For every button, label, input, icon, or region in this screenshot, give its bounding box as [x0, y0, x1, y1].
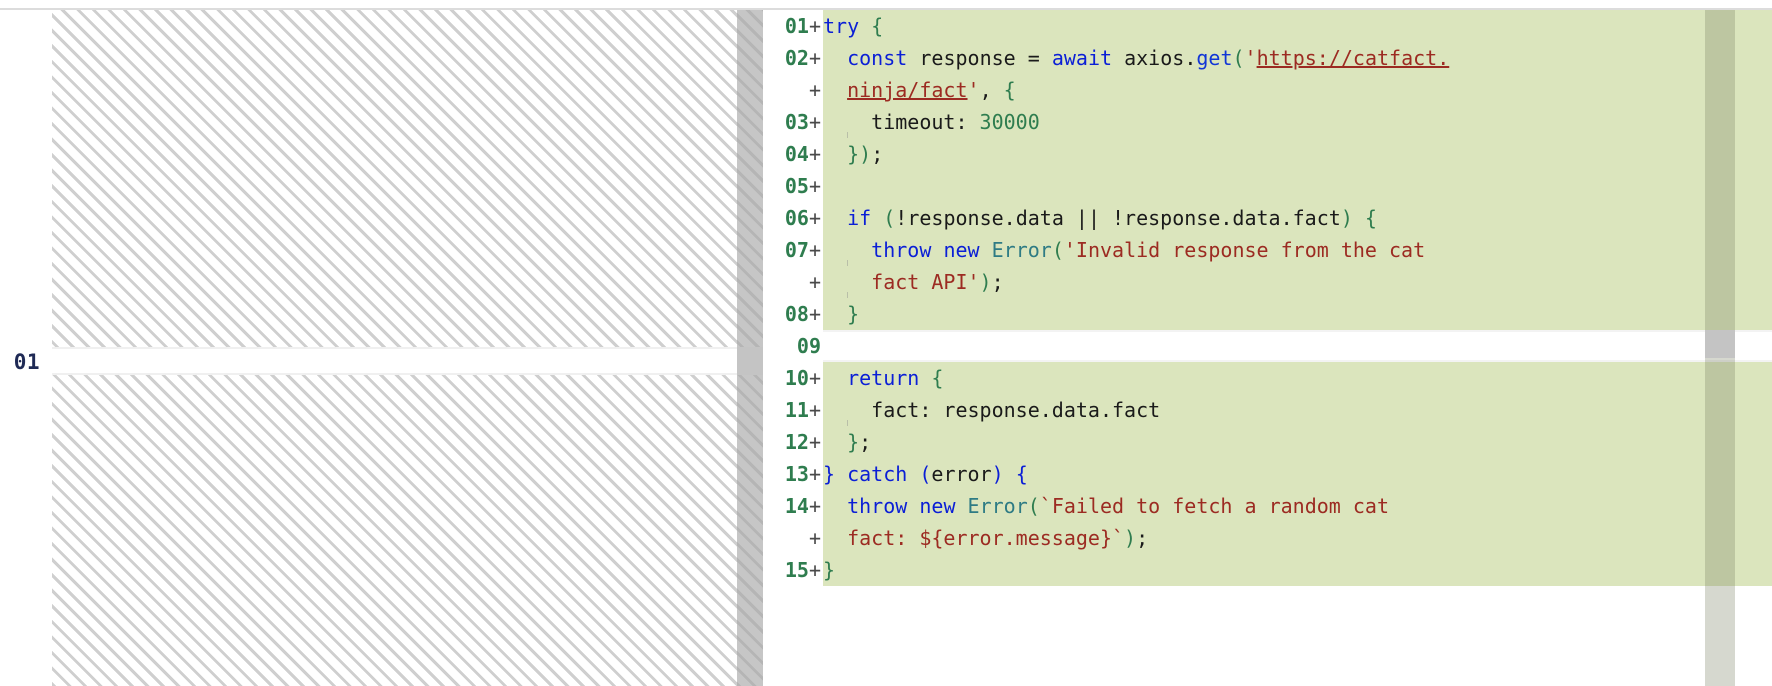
line-gutter: 04+	[763, 138, 822, 170]
line-number	[785, 526, 809, 550]
line-gutter: 09	[763, 330, 822, 362]
diff-row[interactable]: + fact: ${error.message}`);	[763, 522, 1772, 554]
line-number: 04	[784, 142, 809, 166]
code-line: return {	[823, 362, 1772, 394]
line-number: 05	[784, 174, 809, 198]
line-gutter: 07+	[763, 234, 822, 266]
add-marker: +	[808, 302, 821, 326]
line-number: 12	[784, 430, 809, 454]
code-line: if (!response.data || !response.data.fac…	[823, 202, 1772, 234]
add-marker: +	[808, 174, 821, 198]
code-line: } catch (error) {	[823, 458, 1772, 490]
line-gutter: 14+	[763, 490, 822, 522]
line-gutter: +	[763, 266, 822, 298]
line-gutter: +	[763, 522, 822, 554]
diff-right-pane: 01+ try { 02+ const response = await axi…	[763, 10, 1772, 686]
diff-left-pane: 01	[0, 10, 763, 686]
code-line: throw new Error('Invalid response from t…	[823, 234, 1772, 290]
line-number: 07	[784, 238, 809, 262]
code-line: };	[823, 426, 1772, 458]
top-divider-rule	[0, 8, 1772, 10]
add-marker: +	[808, 110, 821, 134]
code-line: }	[823, 554, 1772, 586]
code-line: });	[823, 138, 1772, 170]
add-marker: +	[808, 558, 821, 582]
diff-row[interactable]: 03+ timeout: 30000	[763, 106, 1772, 162]
left-scroll-strip-context-gap	[737, 347, 763, 375]
diff-row[interactable]: 13+ } catch (error) {	[763, 458, 1772, 490]
code-line-wrapped: fact API');	[823, 266, 1772, 322]
side-by-side-diff: 01 01+ try { 02+ const response = await …	[0, 10, 1772, 686]
diff-row[interactable]: 08+ }	[763, 298, 1772, 330]
code-line-empty	[823, 330, 1772, 362]
left-context-blank-row	[52, 347, 763, 375]
line-number: 09	[796, 334, 821, 358]
diff-row[interactable]: 06+ if (!response.data || !response.data…	[763, 202, 1772, 234]
left-line-number: 01	[13, 350, 40, 374]
add-marker: +	[808, 78, 821, 102]
code-line-empty	[823, 170, 1772, 202]
add-marker: +	[808, 46, 821, 70]
line-number: 01	[784, 14, 809, 38]
diff-row[interactable]: 05+	[763, 170, 1772, 202]
line-gutter: 10+	[763, 362, 822, 394]
add-marker: +	[808, 14, 821, 38]
right-scrollbar-context-gap	[1705, 330, 1735, 358]
line-number: 02	[784, 46, 809, 70]
diff-row[interactable]: 12+ };	[763, 426, 1772, 458]
diff-row[interactable]: 10+ return {	[763, 362, 1772, 394]
diff-row[interactable]: 04+ });	[763, 138, 1772, 170]
code-line: throw new Error(`Failed to fetch a rando…	[823, 490, 1772, 522]
line-gutter: 03+	[763, 106, 822, 138]
left-line-number-gutter: 01	[0, 10, 52, 686]
line-gutter: 15+	[763, 554, 822, 586]
line-gutter: 02+	[763, 42, 822, 74]
code-line: }	[823, 298, 1772, 330]
line-number: 03	[784, 110, 809, 134]
code-line: fact: response.data.fact	[823, 394, 1772, 450]
add-marker: +	[808, 398, 821, 422]
line-number: 13	[784, 462, 809, 486]
line-gutter: 06+	[763, 202, 822, 234]
add-marker: +	[808, 494, 821, 518]
line-number: 15	[784, 558, 809, 582]
diff-row[interactable]: 15+ }	[763, 554, 1772, 586]
add-marker: +	[808, 238, 821, 262]
add-marker: +	[808, 462, 821, 486]
line-gutter: 05+	[763, 170, 822, 202]
line-number: 06	[784, 206, 809, 230]
line-number: 14	[784, 494, 809, 518]
diff-row-context[interactable]: 09	[763, 330, 1772, 362]
line-number: 08	[784, 302, 809, 326]
code-line-wrapped: ninja/fact', {	[823, 74, 1772, 106]
diff-row[interactable]: 02+ const response = await axios.get('ht…	[763, 42, 1772, 74]
line-gutter: 01+	[763, 10, 822, 42]
line-number	[785, 270, 809, 294]
diff-row[interactable]: 14+ throw new Error(`Failed to fetch a r…	[763, 490, 1772, 522]
line-gutter: 12+	[763, 426, 822, 458]
code-line-wrapped: fact: ${error.message}`);	[823, 522, 1772, 554]
code-line: const response = await axios.get('https:…	[823, 42, 1772, 74]
diff-row[interactable]: 11+ fact: response.data.fact	[763, 394, 1772, 450]
diff-row[interactable]: 01+ try {	[763, 10, 1772, 42]
line-gutter: 11+	[763, 394, 822, 426]
line-gutter: 08+	[763, 298, 822, 330]
add-marker: +	[808, 430, 821, 454]
add-marker: +	[808, 366, 821, 390]
add-marker: +	[808, 142, 821, 166]
add-marker: +	[808, 526, 821, 550]
add-marker: +	[808, 206, 821, 230]
line-number	[785, 78, 809, 102]
line-number: 10	[784, 366, 809, 390]
diff-row[interactable]: 07+ throw new Error('Invalid response fr…	[763, 234, 1772, 290]
add-marker: +	[808, 270, 821, 294]
line-number: 11	[784, 398, 809, 422]
code-line: timeout: 30000	[823, 106, 1772, 162]
diff-row[interactable]: + ninja/fact', {	[763, 74, 1772, 106]
diff-row[interactable]: + fact API');	[763, 266, 1772, 322]
line-gutter: +	[763, 74, 822, 106]
code-line: try {	[823, 10, 1772, 42]
line-gutter: 13+	[763, 458, 822, 490]
